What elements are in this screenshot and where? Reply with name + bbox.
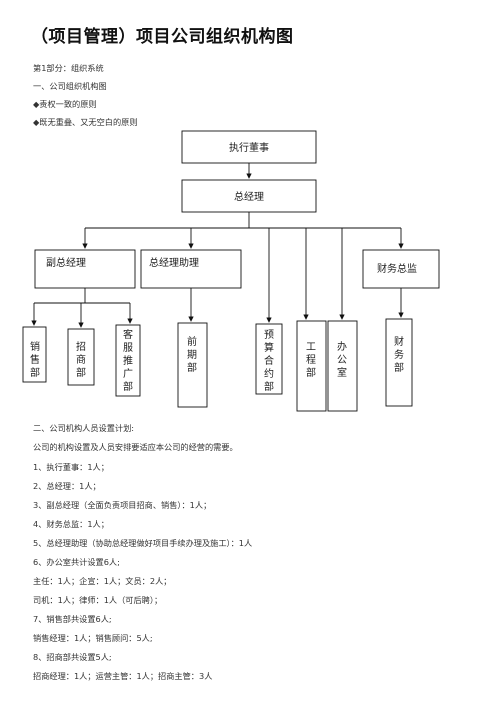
box-customer-service [115,324,141,397]
plan-line: 5、总经理助理（协助总经理做好项目手续办理及施工）：1人 [33,538,253,548]
plan-line: 2、总经理：1人； [33,481,101,491]
plan-line: 1、执行董事：1人； [33,462,109,472]
intro-line: 一、公司组织机构图 [33,81,107,91]
dept-label-budget-contract: 预算合约部 [264,329,274,393]
dept-label-sales: 销售部 [30,340,40,379]
plan-line: 二、公司机构人员设置计划: [33,423,135,433]
intro-line: 第1部分：组织系统 [33,63,104,73]
dept-label-engineering: 工程部 [306,342,316,379]
box-deputy-gm [34,249,136,289]
label-executive-director: 执行董事 [229,141,269,154]
label-deputy-gm: 副总经理 [46,256,86,269]
plan-line: 司机：1人；律师：1人（可后聘）； [33,595,163,605]
plan-line: 3、副总经理（全面负责项目招商、销售）：1人； [33,500,212,510]
box-investment [67,328,95,386]
box-preliminary [177,322,208,408]
label-general-manager: 总经理 [234,190,264,203]
plan-line: 8、招商部共设置5人; [33,652,112,662]
box-sales [22,326,47,383]
intro-line: ◆责权一致的原则 [33,99,97,109]
box-gm-assistant [140,249,242,289]
dept-label-customer-service: 客服推广部 [123,328,133,393]
dept-label-preliminary: 前期部 [187,335,197,374]
plan-line: 6、办公室共计设置6人; [33,557,120,567]
page-title: （项目管理）项目公司组织机构图 [31,27,294,47]
plan-line: 销售经理：1人；销售顾问：5人; [33,633,153,643]
box-budget-contract [255,323,283,395]
intro-line: ◆既无重叠、又无空白的原则 [33,117,138,127]
plan-line: 主任：1人；企宣：1人；文员：2人； [33,576,172,586]
box-finance [385,318,413,407]
box-office [327,320,358,412]
plan-line: 7、销售部共设置6人; [33,614,112,624]
plan-line: 招商经理：1人；运营主管：1人；招商主管：3人 [33,671,213,681]
plan-line: 公司的机构设置及人员安排要适应本公司的经营的需要。 [33,442,238,452]
plan-line: 4、财务总监：1人； [33,519,109,529]
label-finance-director: 财务总监 [377,262,417,275]
label-gm-assistant: 总经理助理 [149,256,199,269]
dept-label-office: 办公室 [337,340,347,379]
dept-label-investment: 招商部 [76,340,86,379]
box-engineering [296,320,327,412]
dept-label-finance: 财务部 [394,335,404,374]
